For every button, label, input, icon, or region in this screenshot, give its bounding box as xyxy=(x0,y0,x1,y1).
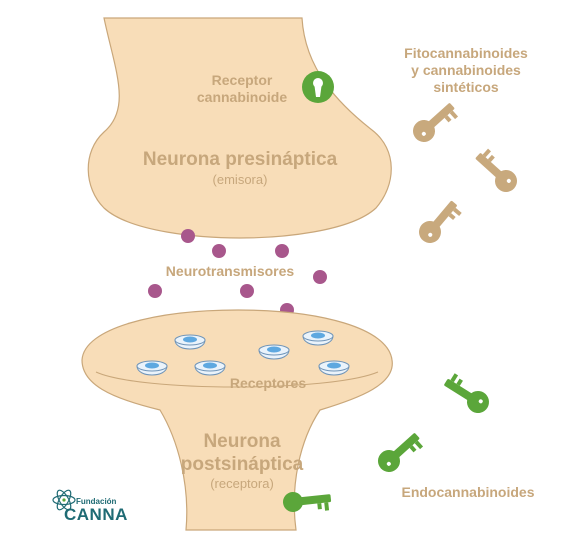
presynaptic-subtitle: (emisora) xyxy=(213,172,268,187)
phyto-label-line1: Fitocannabinoides xyxy=(404,45,528,61)
phyto-label-line2: y cannabinoides xyxy=(411,62,521,78)
postsynaptic-subtitle: (receptora) xyxy=(210,476,274,491)
receptor-cup xyxy=(174,334,206,350)
postsynaptic-title-line2: postsináptica xyxy=(181,454,304,475)
phyto-label-line3: sintéticos xyxy=(433,79,499,95)
postsynaptic-neuron xyxy=(81,309,393,531)
presynaptic-neuron xyxy=(87,17,392,239)
receptor-cup xyxy=(258,344,290,360)
key-icon xyxy=(475,148,517,192)
neurotransmitters-label: Neurotransmisores xyxy=(166,263,295,279)
receptor-cup xyxy=(136,360,168,376)
neurotransmitter-dot xyxy=(148,284,162,298)
logo-line2: CANNA xyxy=(64,505,128,524)
phyto-keys xyxy=(413,103,517,243)
receptor-cup xyxy=(302,330,334,346)
presynaptic-title: Neurona presináptica xyxy=(143,149,338,170)
receptor-label-line2: cannabinoide xyxy=(197,89,287,105)
receptor-cup xyxy=(194,360,226,376)
cannabinoid-receptor xyxy=(302,71,334,103)
endocannabinoids-label: Endocannabinoides xyxy=(401,484,534,500)
neurotransmitter-dot xyxy=(275,244,289,258)
receptor-cups xyxy=(136,330,350,376)
key-icon xyxy=(419,200,462,243)
logo-line1: Fundación xyxy=(76,497,117,506)
endo-keys xyxy=(283,373,489,512)
neurotransmitter-dot xyxy=(212,244,226,258)
neurotransmitter-dot xyxy=(181,229,195,243)
fundacion-canna-logo: Fundación CANNA xyxy=(52,489,128,524)
key-icon xyxy=(444,373,489,413)
neurotransmitter-dot xyxy=(313,270,327,284)
postsynaptic-membrane-line xyxy=(95,371,379,388)
receptor-cup xyxy=(318,360,350,376)
key-icon xyxy=(283,492,332,512)
postsynaptic-title-line1: Neurona xyxy=(203,431,281,452)
key-icon xyxy=(378,433,424,472)
neurotransmitter-dot xyxy=(240,284,254,298)
receptors-label: Receptores xyxy=(230,375,306,391)
atom-logo-icon xyxy=(52,489,76,511)
receptor-label-line1: Receptor xyxy=(212,72,273,88)
key-icon xyxy=(413,103,459,142)
